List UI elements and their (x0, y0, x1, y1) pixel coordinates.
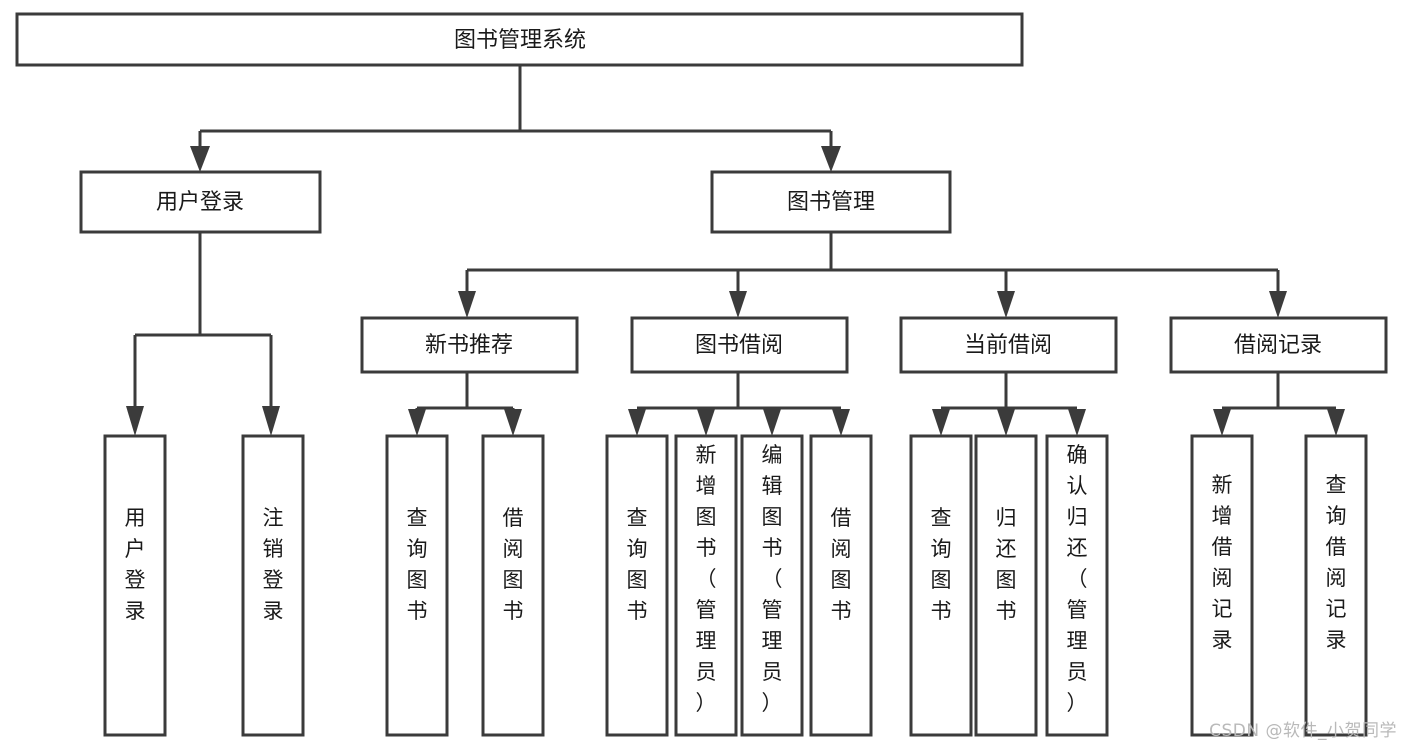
node-current-borrow[interactable]: 当前借阅 (899, 316, 1118, 374)
leaf-node-logout-box[interactable] (241, 434, 305, 737)
node-book-borrow-label: 图书借阅 (695, 333, 783, 358)
leaf-node-query-record-label: 查询借阅记录 (1326, 473, 1347, 652)
node-borrow-records[interactable]: 借阅记录 (1169, 316, 1388, 374)
node-new-book-recommend-box[interactable] (360, 316, 579, 374)
node-book-borrow[interactable]: 图书借阅 (630, 316, 849, 374)
arrow-to-login (190, 146, 210, 172)
leaf-node-add-record-box[interactable] (1190, 434, 1254, 737)
leaf-node-query-book-2[interactable]: 查询图书 (605, 434, 669, 737)
connectors-records-to-leaves (1213, 372, 1345, 436)
leaf-node-return-book-label: 归还图书 (996, 506, 1017, 623)
arrow-to-add-book (697, 409, 715, 436)
node-borrow-records-label: 借阅记录 (1234, 333, 1322, 358)
node-current-borrow-box[interactable] (899, 316, 1118, 374)
node-current-borrow-label: 当前借阅 (964, 333, 1052, 358)
arrow-to-logout (262, 406, 280, 436)
node-root[interactable]: 图书管理系统 (15, 12, 1024, 67)
node-user-login-label: 用户登录 (156, 190, 244, 215)
connectors-root-to-level2 (190, 65, 841, 172)
leaf-node-confirm-return-label: 确认归还（管理员） (1067, 443, 1088, 715)
leaf-node-user-login[interactable]: 用户登录 (103, 434, 167, 737)
node-book-management-label: 图书管理 (787, 190, 875, 215)
leaf-node-user-login-box[interactable] (103, 434, 167, 737)
leaf-node-query-record[interactable]: 查询借阅记录 (1304, 434, 1368, 737)
leaf-node-logout[interactable]: 注销登录 (241, 434, 305, 737)
leaf-node-borrow-book-1[interactable]: 借阅图书 (481, 434, 545, 737)
leaf-node-edit-book[interactable]: 编辑图书（管理员） (740, 434, 804, 737)
connectors-bookmgmt-to-level3 (458, 232, 1287, 318)
arrow-to-current (997, 291, 1015, 318)
arrow-to-query-book-1 (408, 409, 426, 436)
node-user-login[interactable]: 用户登录 (79, 170, 322, 234)
arrow-to-edit-book (763, 409, 781, 436)
node-root-box[interactable] (15, 12, 1024, 67)
arrow-to-borrow-book-1 (504, 409, 522, 436)
arrow-to-query-record (1327, 409, 1345, 436)
arrow-to-add-record (1213, 409, 1231, 436)
arrow-to-confirm-return (1068, 409, 1086, 436)
node-book-management-box[interactable] (710, 170, 952, 234)
connectors-borrow-to-leaves (628, 372, 850, 436)
leaf-node-query-book-2-label: 查询图书 (627, 506, 648, 623)
leaf-node-user-login-label: 用户登录 (125, 506, 146, 623)
leaf-node-query-book-1-label: 查询图书 (407, 506, 428, 623)
arrow-to-borrow (729, 291, 747, 318)
leaf-node-query-book-1-box[interactable] (385, 434, 449, 737)
arrow-to-borrow-book-2 (832, 409, 850, 436)
leaf-node-edit-book-label: 编辑图书（管理员） (762, 443, 783, 715)
leaf-node-return-book-box[interactable] (974, 434, 1038, 737)
leaf-node-query-book-3-box[interactable] (909, 434, 973, 737)
leaf-node-add-book-label: 新增图书（管理员） (696, 443, 717, 715)
arrow-to-user-login (126, 406, 144, 436)
arrow-to-return-book (997, 409, 1015, 436)
leaf-node-add-book[interactable]: 新增图书（管理员） (674, 434, 738, 737)
leaf-node-add-book-box[interactable] (674, 434, 738, 737)
leaf-node-borrow-book-2-box[interactable] (809, 434, 873, 737)
arrow-to-query-book-3 (932, 409, 950, 436)
node-book-borrow-box[interactable] (630, 316, 849, 374)
leaf-node-query-record-box[interactable] (1304, 434, 1368, 737)
leaf-node-add-record-label: 新增借阅记录 (1212, 473, 1233, 652)
leaf-node-borrow-book-1-label: 借阅图书 (503, 506, 524, 623)
leaf-node-logout-label: 注销登录 (263, 506, 284, 623)
leaf-node-borrow-book-2-label: 借阅图书 (831, 506, 852, 623)
leaf-node-query-book-3[interactable]: 查询图书 (909, 434, 973, 737)
connectors-login-to-leaves (126, 232, 280, 436)
node-borrow-records-box[interactable] (1169, 316, 1388, 374)
arrow-to-records (1269, 291, 1287, 318)
leaf-node-query-book-1[interactable]: 查询图书 (385, 434, 449, 737)
leaf-node-confirm-return[interactable]: 确认归还（管理员） (1045, 434, 1109, 737)
node-new-book-recommend-label: 新书推荐 (425, 333, 513, 358)
arrow-to-bookmgmt (821, 146, 841, 172)
node-new-book-recommend[interactable]: 新书推荐 (360, 316, 579, 374)
node-book-management[interactable]: 图书管理 (710, 170, 952, 234)
leaf-node-add-record[interactable]: 新增借阅记录 (1190, 434, 1254, 737)
arrow-to-newbook (458, 291, 476, 318)
leaf-node-query-book-2-box[interactable] (605, 434, 669, 737)
arrow-to-query-book-2 (628, 409, 646, 436)
leaf-node-edit-book-box[interactable] (740, 434, 804, 737)
connectors-current-to-leaves (932, 372, 1086, 436)
leaf-node-return-book[interactable]: 归还图书 (974, 434, 1038, 737)
leaf-node-confirm-return-box[interactable] (1045, 434, 1109, 737)
leaf-node-borrow-book-1-box[interactable] (481, 434, 545, 737)
leaf-node-borrow-book-2[interactable]: 借阅图书 (809, 434, 873, 737)
node-user-login-box[interactable] (79, 170, 322, 234)
node-root-label: 图书管理系统 (454, 28, 586, 53)
leaf-node-query-book-3-label: 查询图书 (931, 506, 952, 623)
connectors-newbook-to-leaves (408, 372, 522, 436)
